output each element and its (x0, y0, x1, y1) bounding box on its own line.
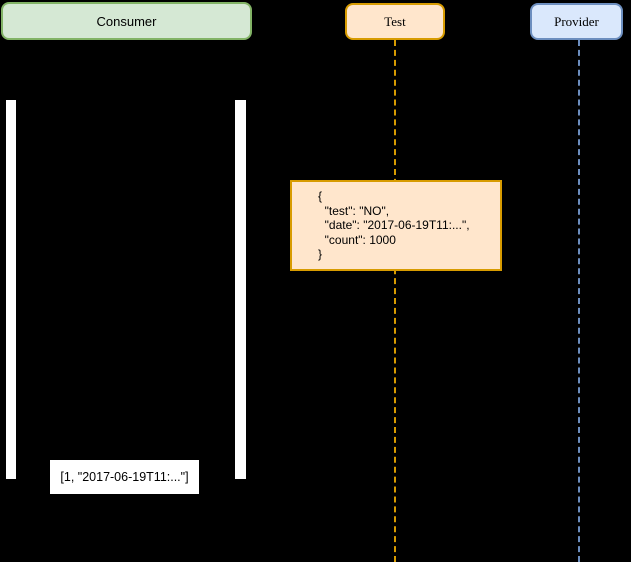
activation-bar-consumer-left (6, 100, 16, 479)
test-lifeline (394, 40, 396, 562)
activation-bar-consumer-right (235, 100, 246, 479)
participant-consumer-label: Consumer (96, 13, 157, 29)
json-note-box: { "test": "NO", "date": "2017-06-19T11:.… (290, 180, 502, 271)
participant-provider-box: Provider (530, 3, 623, 40)
participant-consumer-box: Consumer (1, 2, 252, 40)
participant-test-box: Test (345, 3, 445, 40)
json-note-text: { "test": "NO", "date": "2017-06-19T11:.… (318, 189, 470, 262)
participant-test-label: Test (384, 13, 406, 29)
message-label-text: [1, "2017-06-19T11:..."] (60, 470, 189, 484)
participant-provider-label: Provider (554, 13, 599, 29)
provider-lifeline (578, 40, 580, 562)
message-label-box: [1, "2017-06-19T11:..."] (50, 460, 199, 494)
